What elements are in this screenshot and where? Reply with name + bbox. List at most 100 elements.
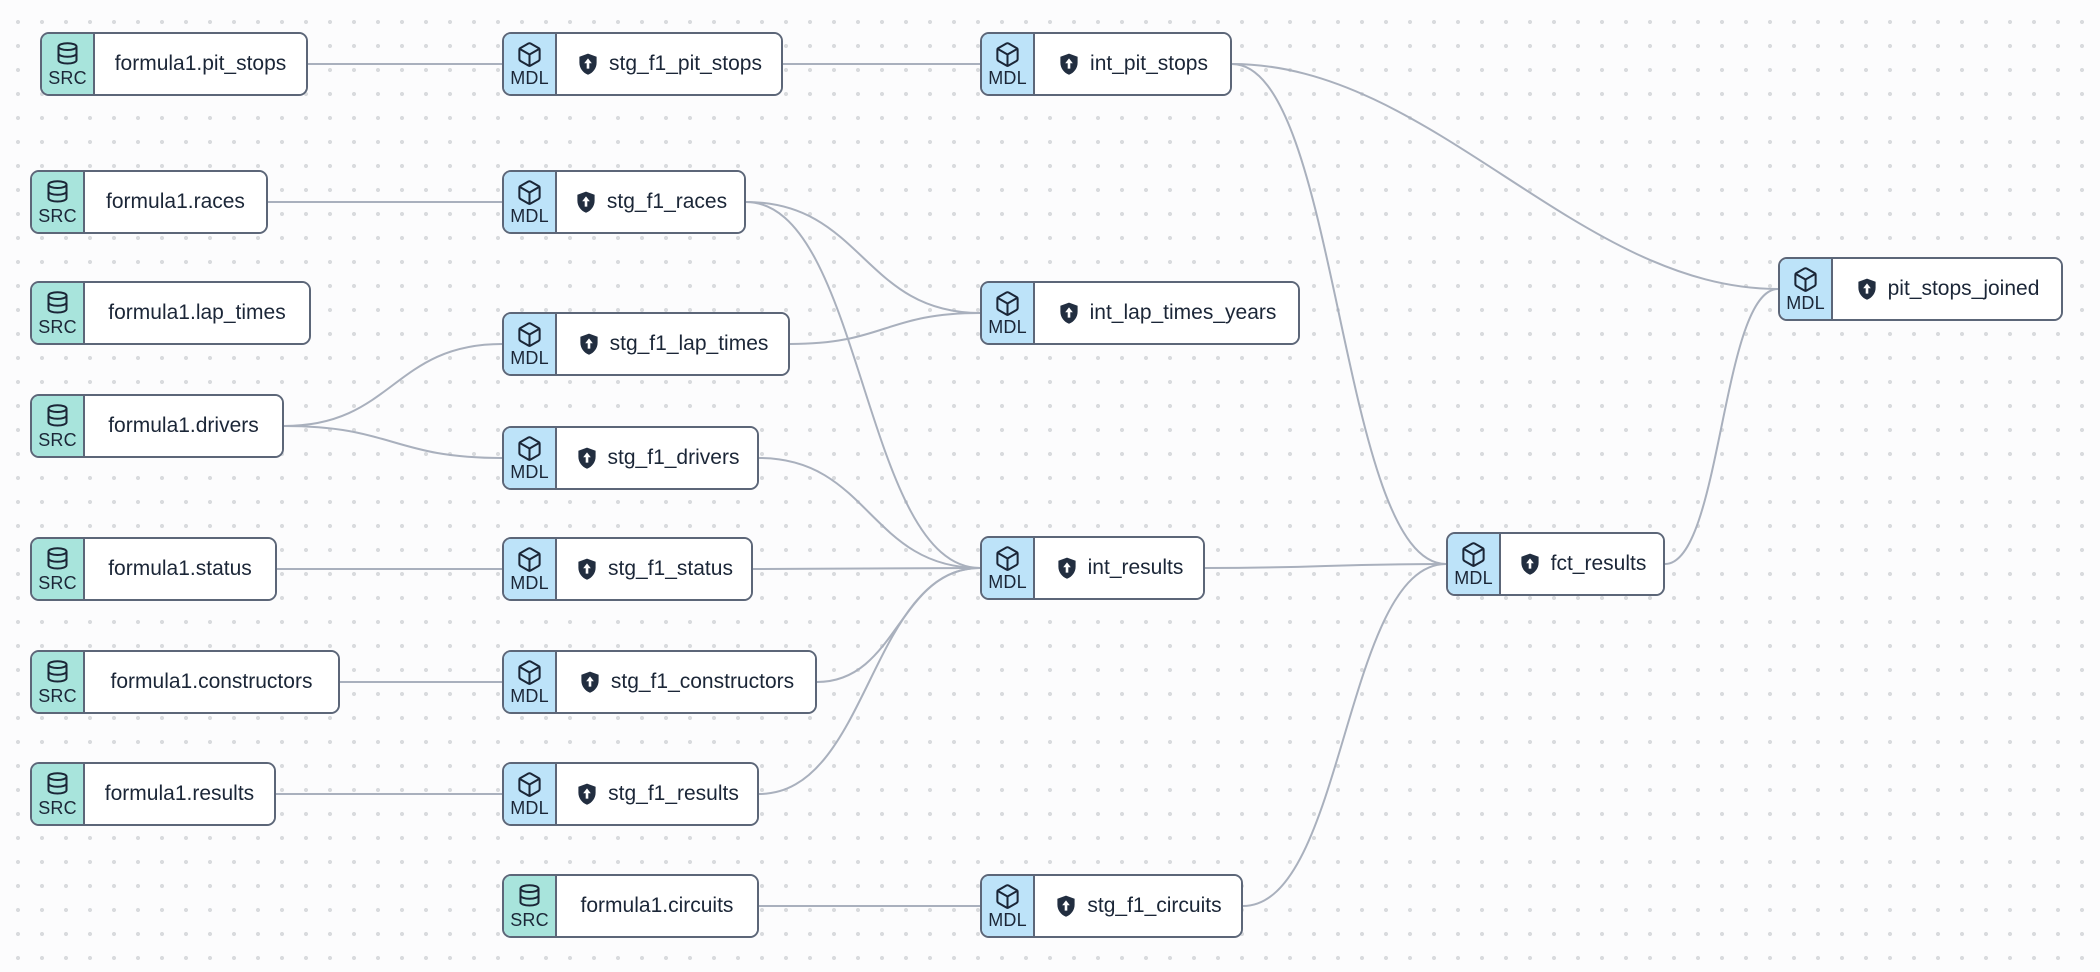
shield-up-arrow-icon (574, 190, 598, 214)
node-body: formula1.drivers (85, 396, 282, 456)
node-body: formula1.pit_stops (95, 34, 306, 94)
lineage-node-stg_f1_results[interactable]: MDL stg_f1_results (502, 762, 759, 826)
node-label: int_results (1087, 556, 1184, 579)
badge-label: MDL (988, 910, 1027, 930)
lineage-node-stg_f1_races[interactable]: MDL stg_f1_races (502, 170, 746, 234)
lineage-edge-stg_lap_times-to-int_lap_times_years (789, 312, 981, 345)
node-body: stg_f1_status (557, 539, 751, 599)
cube-icon (516, 179, 543, 206)
model-type-badge: MDL (1780, 259, 1833, 319)
shield-up-arrow-icon (1057, 52, 1081, 76)
badge-label: MDL (1454, 568, 1493, 588)
node-body: formula1.circuits (557, 876, 757, 936)
node-label: formula1.drivers (108, 414, 259, 437)
lineage-node-formula1-circuits[interactable]: SRC formula1.circuits (502, 874, 759, 938)
lineage-node-formula1-lap_times[interactable]: SRC formula1.lap_times (30, 281, 311, 345)
shield-up-arrow-icon (1518, 552, 1542, 576)
lineage-node-fct_results[interactable]: MDL fct_results (1446, 532, 1665, 596)
database-icon (44, 771, 71, 798)
lineage-edge-src_drivers-to-stg_drivers (283, 425, 503, 459)
badge-label: MDL (510, 68, 549, 88)
model-type-badge: MDL (504, 172, 557, 232)
node-body: int_results (1035, 538, 1203, 598)
shield-up-arrow-icon (578, 670, 602, 694)
badge-label: MDL (510, 798, 549, 818)
cube-icon (1792, 266, 1819, 293)
cube-icon (516, 659, 543, 686)
node-label: formula1.results (104, 782, 255, 805)
shield-up-arrow-icon (575, 782, 599, 806)
model-type-badge: MDL (504, 428, 557, 488)
badge-label: SRC (38, 573, 77, 593)
lineage-node-stg_f1_constructors[interactable]: MDL stg_f1_constructors (502, 650, 817, 714)
source-type-badge: SRC (42, 34, 95, 94)
model-type-badge: MDL (1448, 534, 1501, 594)
node-label: formula1.races (106, 190, 245, 213)
shield-up-arrow-icon (577, 332, 601, 356)
node-label: formula1.pit_stops (114, 52, 287, 75)
lineage-edge-int_results-to-fct_results (1204, 563, 1447, 569)
badge-label: MDL (510, 462, 549, 482)
node-body: stg_f1_lap_times (557, 314, 788, 374)
node-body: stg_f1_results (557, 764, 757, 824)
shield-up-arrow-icon (1057, 301, 1081, 325)
lineage-edge-stg_constructors-to-int_results (816, 567, 981, 683)
database-icon (44, 290, 71, 317)
node-body: formula1.results (85, 764, 274, 824)
node-label: fct_results (1550, 552, 1647, 575)
database-icon (44, 659, 71, 686)
lineage-node-formula1-results[interactable]: SRC formula1.results (30, 762, 276, 826)
node-label: int_pit_stops (1090, 52, 1208, 75)
source-type-badge: SRC (32, 172, 85, 232)
lineage-edge-stg_races-to-int_results (745, 201, 981, 569)
node-body: stg_f1_drivers (557, 428, 757, 488)
node-body: int_lap_times_years (1035, 283, 1298, 343)
lineage-node-formula1-constructors[interactable]: SRC formula1.constructors (30, 650, 340, 714)
badge-label: SRC (38, 686, 77, 706)
lineage-node-stg_f1_drivers[interactable]: MDL stg_f1_drivers (502, 426, 759, 490)
node-label: stg_f1_constructors (610, 670, 795, 693)
lineage-edge-stg_drivers-to-int_results (758, 457, 981, 569)
badge-label: MDL (1786, 293, 1825, 313)
source-type-badge: SRC (32, 652, 85, 712)
badge-label: SRC (38, 798, 77, 818)
cube-icon (516, 771, 543, 798)
lineage-edge-src_drivers-to-stg_lap_times (283, 343, 503, 427)
shield-up-arrow-icon (1054, 894, 1078, 918)
node-body: stg_f1_circuits (1035, 876, 1241, 936)
shield-up-arrow-icon (576, 52, 600, 76)
lineage-node-stg_f1_circuits[interactable]: MDL stg_f1_circuits (980, 874, 1243, 938)
shield-up-arrow-icon (1055, 556, 1079, 580)
node-label: stg_f1_races (606, 190, 728, 213)
node-label: formula1.lap_times (108, 301, 286, 324)
node-body: int_pit_stops (1035, 34, 1230, 94)
badge-label: SRC (38, 317, 77, 337)
cube-icon (516, 435, 543, 462)
lineage-edge-int_pit_stops-to-pit_stops_joined (1231, 63, 1779, 290)
lineage-node-formula1-races[interactable]: SRC formula1.races (30, 170, 268, 234)
database-icon (44, 403, 71, 430)
badge-label: SRC (510, 910, 549, 930)
cube-icon (994, 290, 1021, 317)
node-label: formula1.constructors (110, 670, 313, 693)
lineage-edge-stg_circuits-to-fct_results (1242, 563, 1447, 907)
cube-icon (516, 41, 543, 68)
node-label: formula1.circuits (580, 894, 734, 917)
lineage-node-formula1-pit_stops[interactable]: SRC formula1.pit_stops (40, 32, 308, 96)
lineage-edge-fct_results-to-pit_stops_joined (1664, 288, 1779, 565)
cube-icon (516, 546, 543, 573)
database-icon (44, 546, 71, 573)
model-type-badge: MDL (504, 652, 557, 712)
source-type-badge: SRC (504, 876, 557, 936)
